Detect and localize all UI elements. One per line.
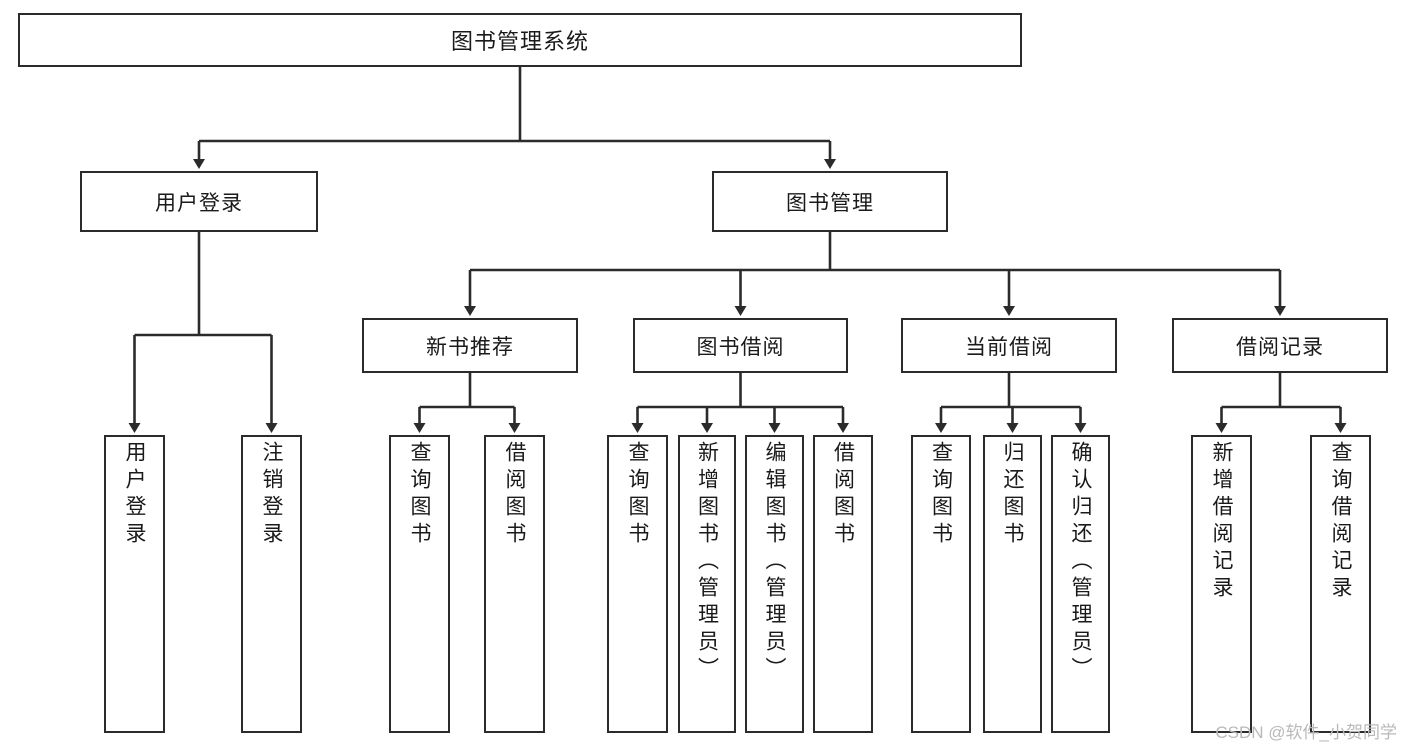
node-label: 图书管理: [786, 191, 874, 215]
node-l9[interactable]: 查询图书: [911, 435, 971, 733]
node-label: 图书借阅: [696, 335, 785, 359]
node-label: 归还图书: [1001, 441, 1024, 549]
node-root[interactable]: 图书管理系统: [18, 13, 1022, 67]
node-label: 当前借阅: [965, 335, 1053, 359]
node-l13[interactable]: 查询借阅记录: [1310, 435, 1371, 733]
node-l1[interactable]: 用户登录: [104, 435, 165, 733]
node-l2[interactable]: 注销登录: [241, 435, 302, 733]
node-l6[interactable]: 新增图书（管理员）: [678, 435, 736, 733]
node-records[interactable]: 借阅记录: [1172, 318, 1388, 373]
node-borrow[interactable]: 图书借阅: [633, 318, 848, 373]
node-label: 图书管理系统: [450, 29, 589, 54]
node-l7[interactable]: 编辑图书（管理员）: [745, 435, 804, 733]
node-current[interactable]: 当前借阅: [901, 318, 1117, 373]
node-label: 借阅记录: [1236, 335, 1324, 359]
node-label: 借阅图书: [503, 441, 526, 549]
node-login[interactable]: 用户登录: [80, 171, 318, 232]
node-label: 借阅图书: [831, 441, 855, 549]
node-l12[interactable]: 新增借阅记录: [1191, 435, 1252, 733]
node-label: 编辑图书（管理员）: [763, 441, 786, 684]
node-label: 用户登录: [123, 441, 146, 549]
node-bookmgmt[interactable]: 图书管理: [712, 171, 948, 232]
node-label: 用户登录: [155, 191, 243, 215]
node-label: 新增借阅记录: [1210, 441, 1233, 603]
node-label: 查询图书: [929, 441, 953, 549]
node-label: 查询图书: [408, 441, 431, 549]
node-label: 确认归还（管理员）: [1069, 441, 1092, 684]
node-label: 新增图书（管理员）: [695, 441, 719, 684]
node-label: 查询图书: [626, 441, 649, 549]
node-newrec[interactable]: 新书推荐: [362, 318, 578, 373]
node-l5[interactable]: 查询图书: [607, 435, 668, 733]
csdn-watermark: CSDN @软件_小贺同学: [1215, 723, 1397, 742]
node-label: 新书推荐: [426, 335, 514, 359]
node-l8[interactable]: 借阅图书: [813, 435, 873, 733]
node-l3[interactable]: 查询图书: [389, 435, 450, 733]
node-l10[interactable]: 归还图书: [983, 435, 1042, 733]
node-l4[interactable]: 借阅图书: [484, 435, 545, 733]
node-label: 查询借阅记录: [1329, 441, 1352, 603]
node-label: 注销登录: [260, 441, 283, 549]
node-l11[interactable]: 确认归还（管理员）: [1051, 435, 1110, 733]
